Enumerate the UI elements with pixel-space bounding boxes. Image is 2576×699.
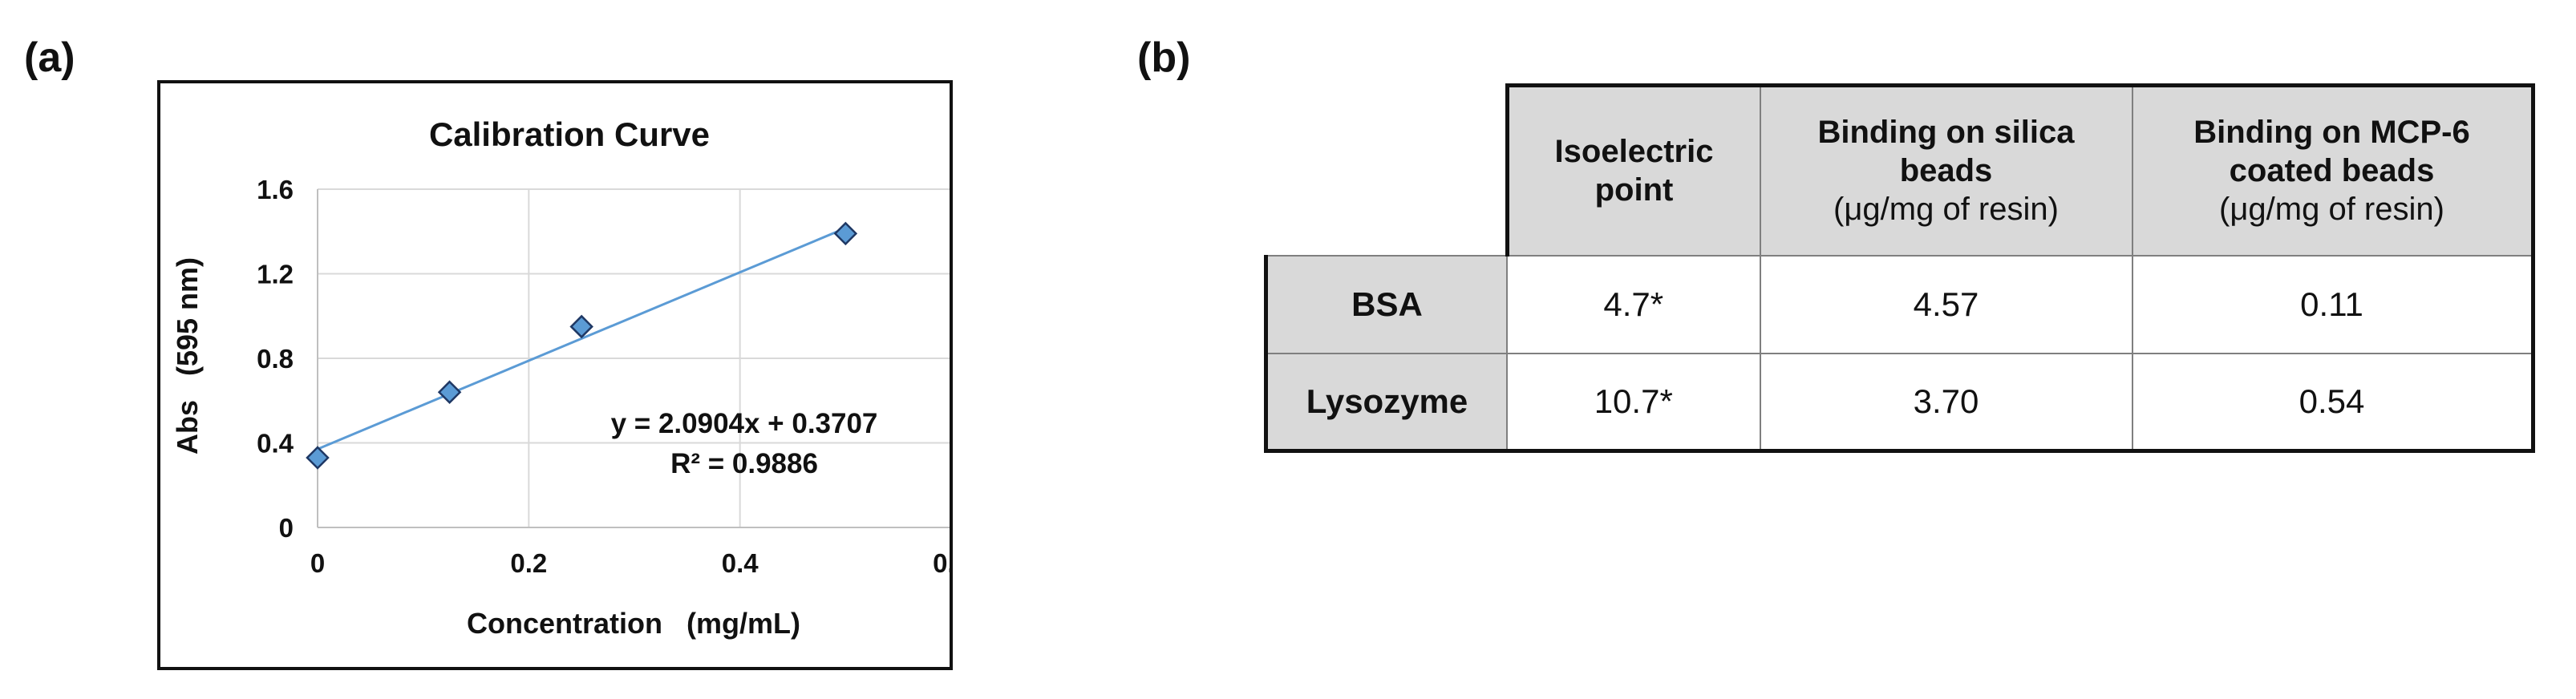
- axes: [317, 189, 950, 528]
- table-header-row: Isoelectric point Binding on silica bead…: [1266, 83, 2535, 257]
- x-tick-label: 0: [310, 548, 325, 578]
- chart-title: Calibration Curve: [429, 115, 710, 153]
- row-label-lysozyme: Lysozyme: [1264, 352, 1508, 453]
- data-points: [306, 221, 858, 470]
- trendline: [317, 227, 846, 451]
- binding-table: Isoelectric point Binding on silica bead…: [1264, 83, 2535, 453]
- table-row: Lysozyme 10.7* 3.70 0.54: [1264, 352, 2535, 453]
- header-mcp6-label: Binding on MCP-6 coated beads: [2193, 115, 2470, 189]
- data-point: [569, 314, 593, 339]
- y-tick-label: 0: [279, 513, 294, 543]
- cell-lysozyme-mcp6: 0.54: [2131, 352, 2535, 453]
- cell-bsa-isoelectric: 4.7*: [1506, 254, 1761, 354]
- x-tick-label: 0.4: [722, 548, 759, 578]
- calibration-chart: Calibration Curve 0 0.4 0.8 1.2 1.6 0 0.2 0.4 0.…: [171, 115, 950, 640]
- table-row: BSA 4.7* 4.57 0.11: [1264, 254, 2535, 354]
- x-axis-title: Concentration (mg/mL): [467, 607, 800, 640]
- data-point: [833, 221, 858, 246]
- cell-bsa-silica: 4.57: [1759, 254, 2133, 354]
- header-silica-label: Binding on silica beads: [1817, 115, 2075, 189]
- data-point: [306, 446, 330, 470]
- cell-lysozyme-isoelectric: 10.7*: [1506, 352, 1761, 453]
- y-tick-label: 0.8: [257, 344, 294, 374]
- y-tick-label: 1.2: [257, 260, 294, 289]
- trendline-path: [317, 227, 846, 451]
- cell-lysozyme-silica: 3.70: [1759, 352, 2133, 453]
- header-silica-unit: (μg/mg of resin): [1833, 192, 2059, 228]
- tick-labels: 0 0.4 0.8 1.2 1.6 0 0.2 0.4 0.6: [257, 175, 950, 578]
- cell-bsa-mcp6: 0.11: [2131, 254, 2535, 354]
- header-isoelectric: Isoelectric point: [1505, 83, 1761, 257]
- table-corner: [1266, 85, 1508, 257]
- trend-equation: y = 2.0904x + 0.3707: [611, 408, 878, 439]
- x-tick-label: 0.2: [510, 548, 547, 578]
- x-tick-label: 0.6: [933, 548, 950, 578]
- panel-label-b: (b): [1137, 34, 1191, 81]
- header-mcp6: Binding on MCP-6 coated beads (μg/mg of …: [2131, 83, 2535, 257]
- data-point: [437, 380, 462, 404]
- row-label-bsa: BSA: [1264, 254, 1508, 354]
- header-silica: Binding on silica beads (μg/mg of resin): [1759, 83, 2133, 257]
- y-tick-label: 1.6: [257, 175, 294, 204]
- chart-frame: Calibration Curve 0 0.4 0.8 1.2 1.6 0 0.2 0.4 0.…: [157, 80, 953, 670]
- r-squared: R² = 0.9886: [670, 448, 818, 479]
- grid: [317, 188, 950, 528]
- panel-label-a: (a): [24, 34, 75, 81]
- header-mcp6-unit: (μg/mg of resin): [2219, 192, 2444, 228]
- header-isoelectric-label: Isoelectric point: [1554, 134, 1714, 208]
- y-tick-label: 0.4: [257, 429, 294, 459]
- y-axis-title: Abs (595 nm): [171, 257, 204, 455]
